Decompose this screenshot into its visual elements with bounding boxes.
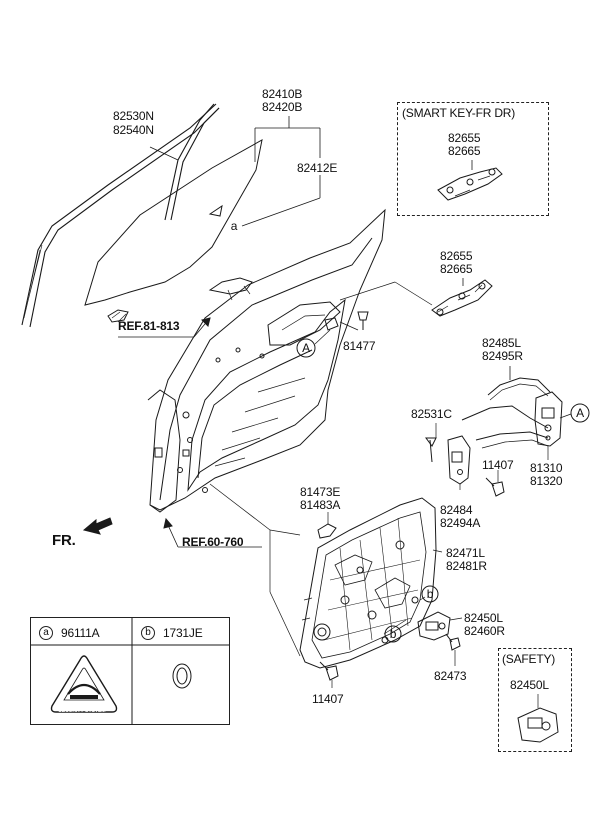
ref-60-760-arrow xyxy=(163,517,262,548)
label-82410B: 82410B xyxy=(262,87,303,101)
legend-label-line-2: SECURITY SYSTEM xyxy=(58,708,106,714)
smart-key-title: (SMART KEY-FR DR) xyxy=(402,106,516,120)
ref-81-813-arrow xyxy=(118,317,211,338)
safety-box xyxy=(498,648,572,752)
label-handle-82655: 82655 xyxy=(440,249,473,263)
window-regulator-module xyxy=(299,497,443,669)
door-latch xyxy=(534,391,590,460)
clip-81473E xyxy=(317,512,337,539)
door-inner-panel xyxy=(147,208,386,513)
label-82412E: 82412E xyxy=(297,161,338,175)
screw-82473 xyxy=(445,633,461,666)
legend-label-text: SMART KEY SECURITY SYSTEM xyxy=(53,702,111,714)
legend-b-row: b 1731JE xyxy=(141,624,203,642)
safety-title: (SAFETY) xyxy=(502,652,556,666)
door-glass xyxy=(84,139,263,323)
label-11407-upper: 11407 xyxy=(482,458,514,472)
label-81310: 81310 xyxy=(530,461,563,475)
label-11407-lower: 11407 xyxy=(312,692,344,706)
glass-channel-strip xyxy=(21,103,220,328)
label-fr: FR. xyxy=(52,532,76,549)
label-81477: 81477 xyxy=(343,339,376,353)
callout-a-glass: a xyxy=(230,219,238,233)
label-82485L: 82485L xyxy=(482,336,521,350)
label-82473: 82473 xyxy=(434,669,467,683)
bracket-82484 xyxy=(447,435,471,490)
label-82460R: 82460R xyxy=(464,624,505,638)
rod-82531C xyxy=(425,423,437,463)
label-82495R: 82495R xyxy=(482,349,523,363)
door-to-regulator-leader xyxy=(209,483,301,657)
label-82420B: 82420B xyxy=(262,100,303,114)
label-ref-81-813: REF.81-813 xyxy=(118,319,180,333)
smart-key-handle xyxy=(437,160,503,201)
callout-A-door-circle xyxy=(296,329,331,358)
label-82530N: 82530N xyxy=(113,109,154,123)
legend-a-row: a 96111A xyxy=(39,624,100,642)
safety-motor xyxy=(517,694,559,743)
bolt-81477 xyxy=(339,311,369,331)
label-82450L: 82450L xyxy=(464,611,503,625)
label-handle-82665: 82665 xyxy=(440,262,473,276)
outside-handle xyxy=(339,278,493,317)
legend-a-part: 96111A xyxy=(61,626,100,640)
label-smart-82665: 82665 xyxy=(448,144,481,158)
label-81483A: 81483A xyxy=(300,498,341,512)
label-82494A: 82494A xyxy=(440,516,481,530)
callout-A-latch: A xyxy=(576,406,584,420)
latch-cable xyxy=(461,366,551,449)
label-82481R: 82481R xyxy=(446,559,487,573)
fr-arrow xyxy=(82,517,113,535)
label-81473E: 81473E xyxy=(300,485,341,499)
bolt-11407-upper xyxy=(485,470,505,497)
label-smart-82655: 82655 xyxy=(448,131,481,145)
legend-b-circle: b xyxy=(141,625,155,640)
label-safety-82450L: 82450L xyxy=(510,678,549,692)
label-ref-60-760: REF.60-760 xyxy=(182,535,244,549)
bolt-11407-lower xyxy=(319,661,339,688)
label-82540N: 82540N xyxy=(113,123,154,137)
parts-legend-table: a 96111A b 1731JE SMART KEY SECURITY SYSTE… xyxy=(30,617,230,725)
label-82531C: 82531C xyxy=(411,407,452,421)
legend-b-part: 1731JE xyxy=(163,626,203,640)
regulator-motor xyxy=(417,611,463,641)
callout-b-upper: b xyxy=(426,587,434,601)
legend-a-circle: a xyxy=(39,625,53,640)
label-82484: 82484 xyxy=(440,503,473,517)
glass-leaders xyxy=(149,116,321,227)
callout-A-door: A xyxy=(302,341,310,355)
callout-b-lower: b xyxy=(389,627,397,641)
label-81320: 81320 xyxy=(530,474,563,488)
label-82471L: 82471L xyxy=(446,546,485,560)
legend-label-line-1: SMART KEY xyxy=(67,702,97,708)
smart-key-box xyxy=(397,102,549,216)
legend-graphics xyxy=(30,617,230,725)
